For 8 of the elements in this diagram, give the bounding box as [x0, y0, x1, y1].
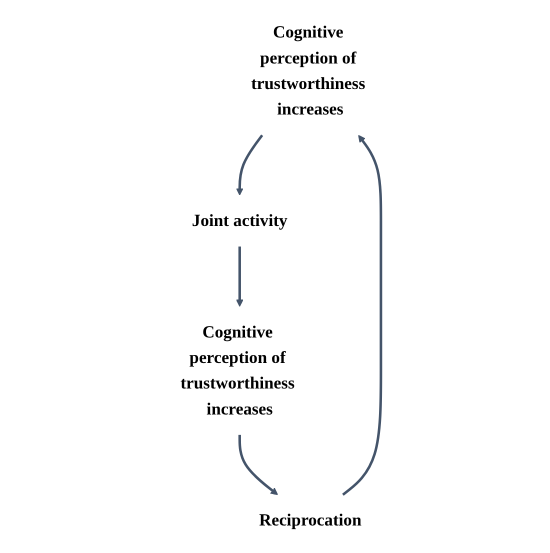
node-text: Joint activity [192, 211, 288, 230]
arrow [342, 134, 382, 496]
node-text: Reciprocation [259, 511, 362, 530]
arrow [236, 134, 264, 196]
node-text: Cognitive perception of trustworthiness increases [180, 322, 295, 419]
node-text: Cognitive perception of trustworthiness increases [251, 23, 366, 119]
arrow [238, 434, 278, 496]
arrow [236, 246, 244, 307]
